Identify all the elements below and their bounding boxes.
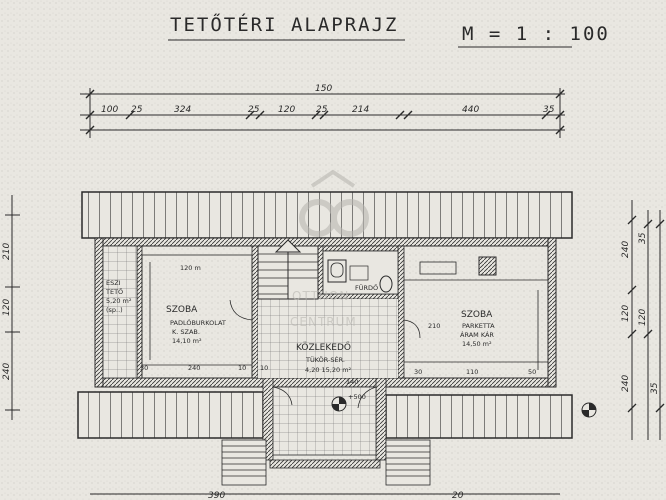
bottom-dimension-chain: 390 20 — [90, 491, 560, 500]
svg-text:4,20 15,20 m²: 4,20 15,20 m² — [305, 366, 352, 374]
svg-text:SZOBA: SZOBA — [461, 310, 493, 320]
dim-left-1: 120 — [2, 299, 12, 316]
svg-text:5,20 m²: 5,20 m² — [106, 297, 132, 305]
hall-floor — [258, 299, 398, 378]
room-right-label: SZOBA PARKETTA ÁRAM KÁR 14,50 m² 210 110… — [414, 310, 536, 376]
left-dimension-chain: 210 120 240 — [2, 195, 20, 420]
svg-text:10: 10 — [238, 364, 246, 372]
dim-right-5: 35 — [650, 382, 660, 394]
sink-icon — [379, 275, 393, 293]
svg-text:14,10 m²: 14,10 m² — [172, 337, 202, 345]
svg-text:K. SZAB.: K. SZAB. — [172, 328, 200, 336]
bathroom: FÜRDŐ — [322, 250, 399, 295]
svg-text:210: 210 — [428, 322, 440, 330]
svg-text:(sp..): (sp..) — [106, 306, 123, 314]
svg-text:14,50 m²: 14,50 m² — [462, 340, 492, 348]
svg-text:30: 30 — [140, 364, 148, 372]
svg-text:TÜKÖR-SÉR.: TÜKÖR-SÉR. — [305, 355, 345, 364]
plan-title: TETŐTÉRI ALAPRAJZ — [170, 12, 398, 36]
hall-doors — [272, 386, 377, 409]
svg-text:+500: +500 — [348, 393, 366, 401]
svg-text:30: 30 — [414, 368, 422, 376]
level-marker — [331, 396, 347, 412]
left-room-lines — [141, 254, 253, 379]
svg-text:PARKETTA: PARKETTA — [462, 322, 495, 330]
dim-top-2: 25 — [131, 105, 143, 115]
dim-top-6: 25 — [316, 105, 328, 115]
dim-right-2: 240 — [621, 375, 631, 392]
room-left-label: SZOBA PADLÓBURKOLAT K. SZAB. 14,10 m² 12… — [140, 264, 246, 372]
svg-text:50: 50 — [528, 368, 536, 376]
svg-text:PADLÓBURKOLAT: PADLÓBURKOLAT — [170, 318, 226, 327]
svg-text:20: 20 — [452, 491, 464, 500]
dim-right-4: 120 — [638, 309, 648, 326]
roof-bottom-right-hatch — [385, 394, 573, 439]
svg-text:KÖZLEKEDŐ: KÖZLEKEDŐ — [296, 342, 351, 353]
right-dimension-chain: 240 120 240 35 120 35 — [621, 200, 665, 440]
svg-text:120 m: 120 m — [180, 264, 201, 272]
roof-bottom-left-hatch — [77, 391, 264, 439]
staircase — [257, 239, 319, 300]
svg-text:390: 390 — [208, 491, 225, 500]
dim-top-5: 214 — [352, 105, 369, 115]
dim-top-3: 120 — [278, 105, 295, 115]
svg-text:110: 110 — [466, 368, 478, 376]
dim-left-2: 240 — [2, 363, 12, 380]
dim-top-4: 25 — [248, 105, 260, 115]
chimney — [478, 256, 497, 276]
dim-top-0: 100 — [101, 105, 118, 115]
left-closet-labels: ESZI TETŐ 5,20 m² (sp..) — [105, 279, 132, 314]
svg-text:FÜRDŐ: FÜRDŐ — [355, 283, 378, 292]
dim-right-0: 240 — [621, 241, 631, 258]
left-closet — [102, 245, 138, 379]
svg-text:SZOBA: SZOBA — [166, 305, 198, 315]
dim-top-1: 324 — [174, 105, 191, 115]
plan-scale: M = 1 : 100 — [462, 23, 610, 45]
toilet-icon — [327, 259, 347, 283]
svg-text:ÁRAM KÁR: ÁRAM KÁR — [460, 330, 494, 339]
dim-top-8: 35 — [543, 105, 555, 115]
svg-text:140: 140 — [346, 378, 358, 386]
entry-stairs — [221, 439, 431, 486]
dim-right-1: 120 — [621, 305, 631, 322]
dim-right-3: 35 — [638, 232, 648, 244]
dim-left-0: 210 — [2, 243, 12, 260]
dim-overall: 150 — [315, 84, 332, 94]
dim-top-7: 440 — [462, 105, 479, 115]
svg-text:CENTRUM: CENTRUM — [290, 315, 357, 329]
room-hall-label: KÖZLEKEDŐ TÜKÖR-SÉR. 4,20 15,20 m² 10 +5… — [260, 342, 366, 401]
svg-text:10: 10 — [260, 364, 268, 372]
right-room-lines — [403, 261, 548, 370]
walls — [94, 237, 557, 461]
top-dimension-chain: 150 100 324 25 120 25 214 25 440 35 — [80, 84, 565, 138]
section-marker-right — [581, 402, 597, 418]
svg-text:240: 240 — [188, 364, 200, 372]
svg-text:TETŐ: TETŐ — [105, 287, 123, 296]
watermark-logo: OTTHON CENTRUM — [290, 169, 369, 329]
svg-text:OTTHON: OTTHON — [292, 289, 349, 303]
svg-text:ESZI: ESZI — [106, 279, 121, 287]
